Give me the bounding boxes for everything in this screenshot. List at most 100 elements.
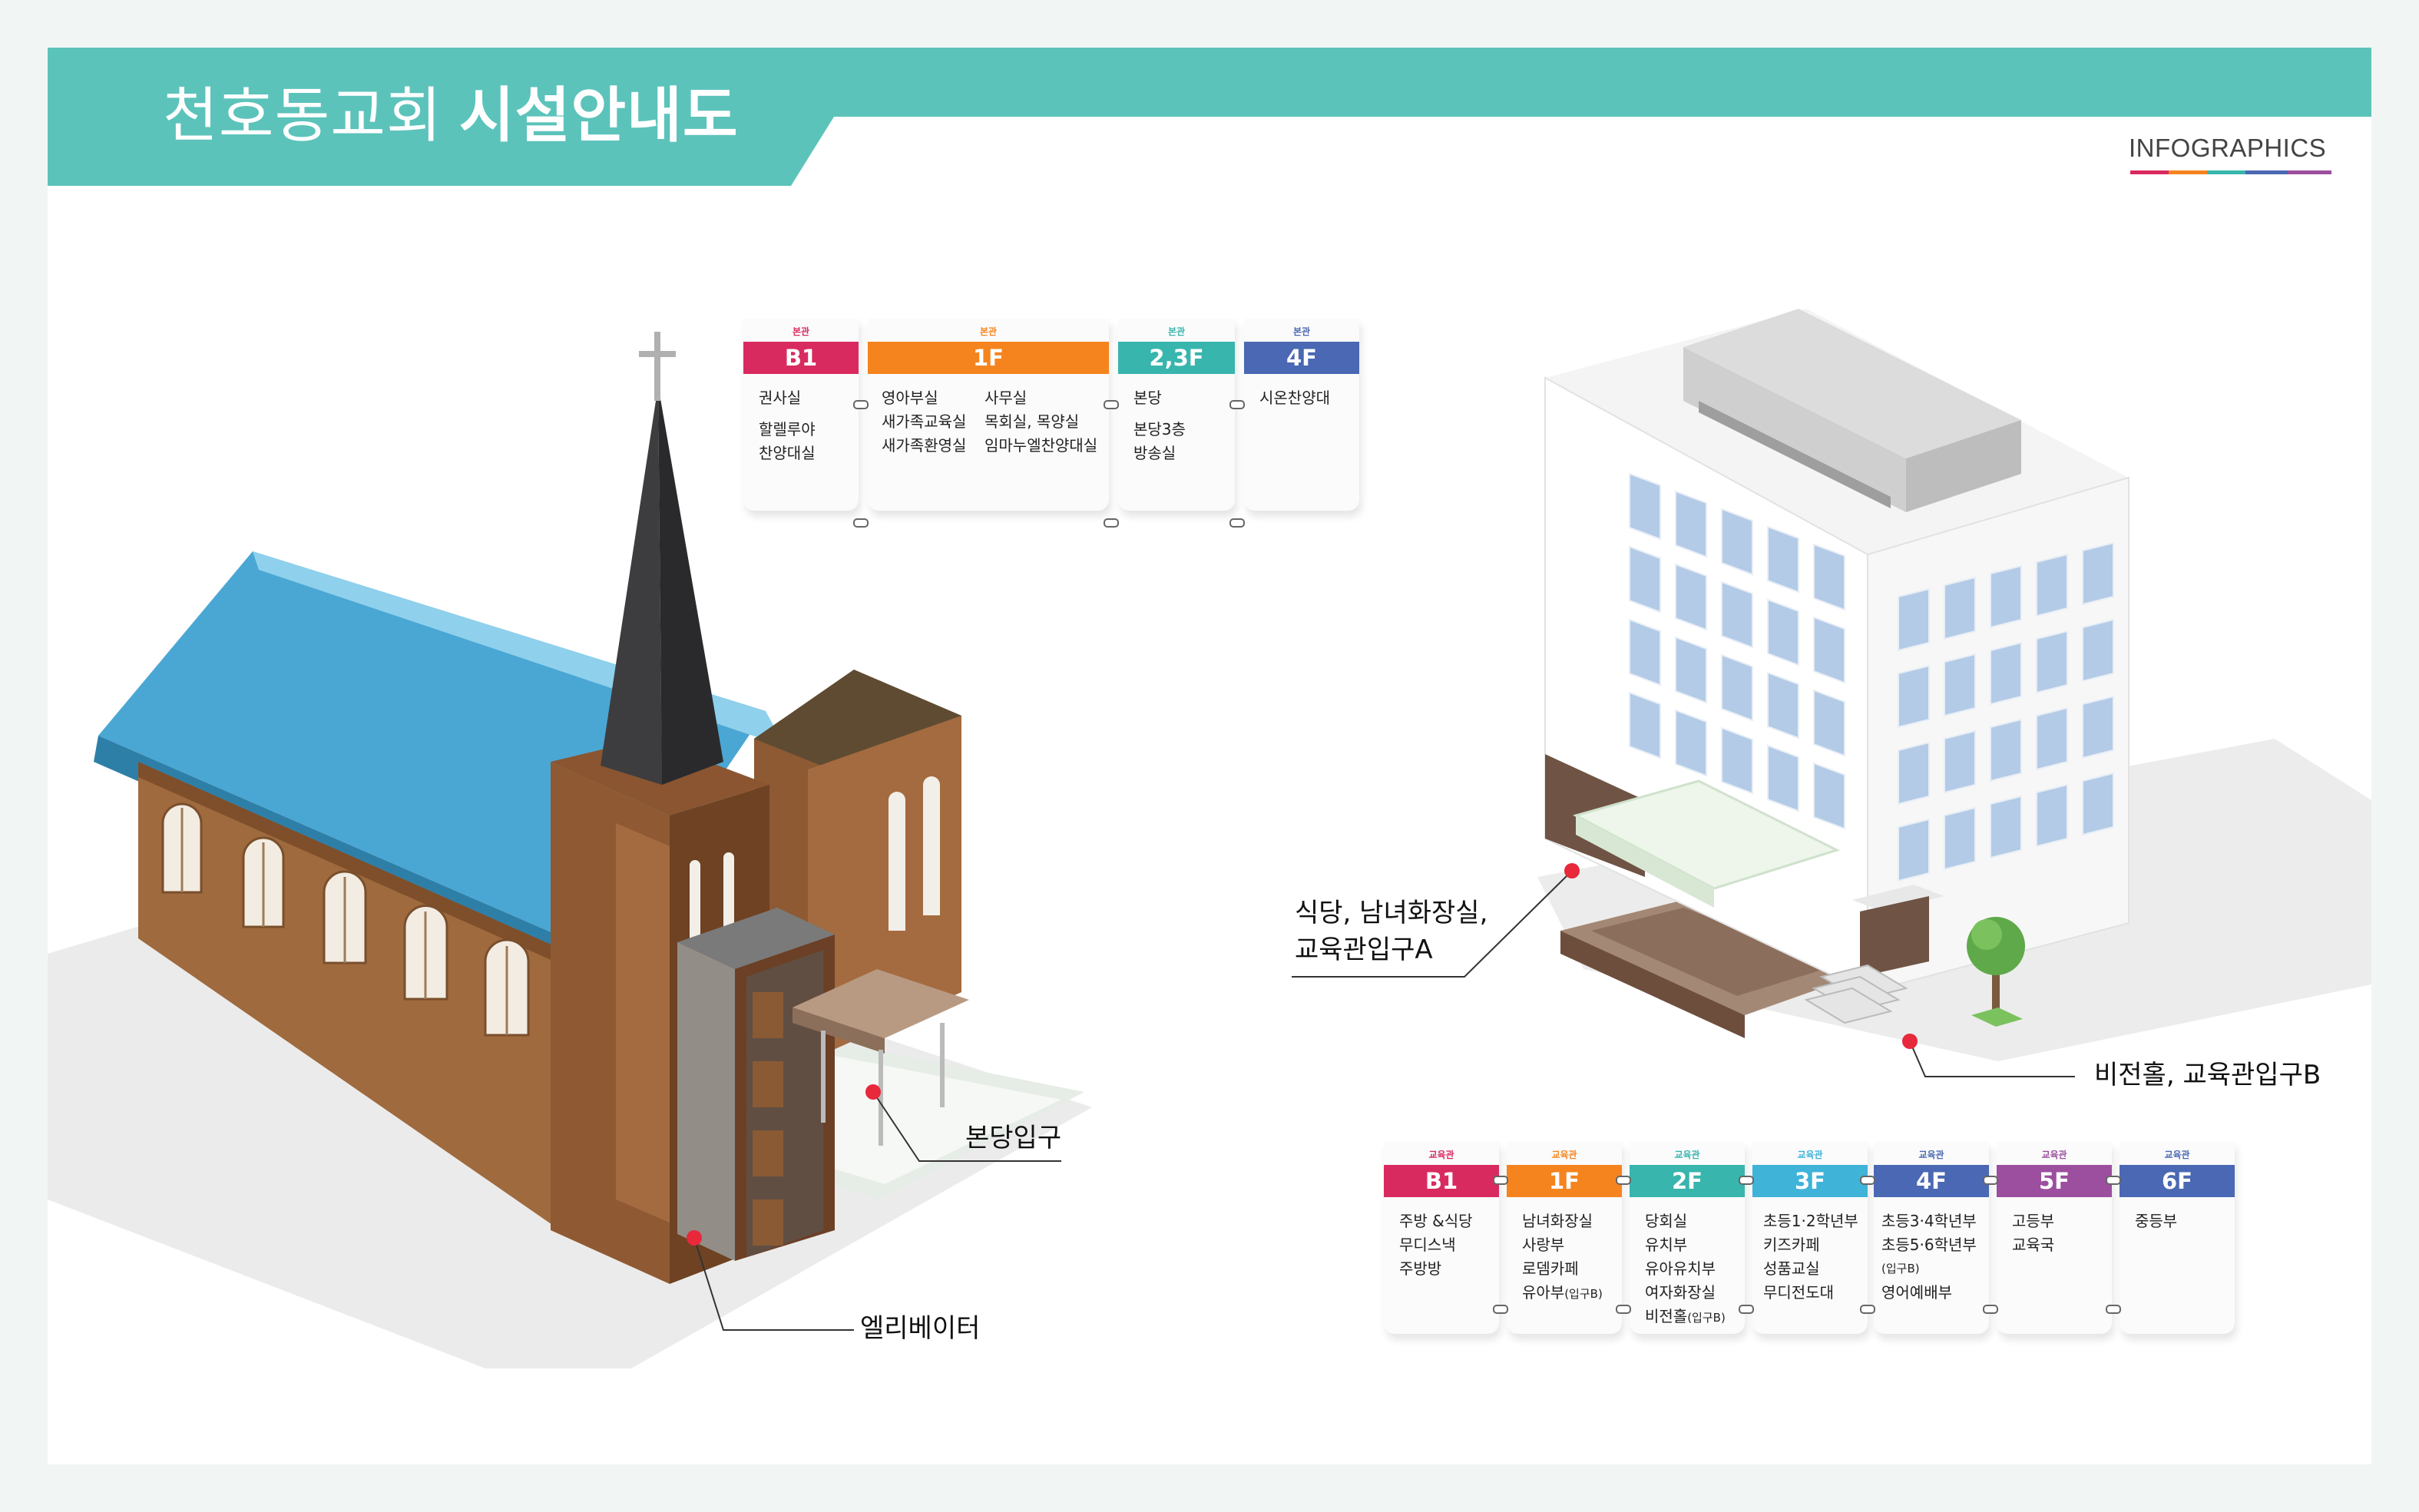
room-item: 본당 bbox=[1133, 389, 1162, 407]
callout-entrance-b: 비전홀, 교육관입구B bbox=[2094, 1060, 2321, 1090]
pin-entrance-b bbox=[1902, 1034, 1918, 1049]
infographics-tag: INFOGRAPHICS bbox=[2129, 134, 2327, 162]
card-connector bbox=[1616, 1176, 1631, 1185]
room-item: 할렐루야 bbox=[759, 420, 816, 438]
entrance-note: (입구B) bbox=[1881, 1262, 1920, 1275]
callout-elevator: 엘리베이터 bbox=[860, 1313, 981, 1344]
room-item: 새가족환영실 bbox=[882, 436, 967, 455]
page-title-guide: 시설안내도 bbox=[458, 81, 739, 151]
room-item: 초등5·6학년부 bbox=[1881, 1236, 1977, 1254]
level-bar: 4F bbox=[1244, 342, 1359, 374]
level-bar: 5F bbox=[1997, 1165, 2112, 1197]
room-item: 초등3·4학년부 bbox=[1881, 1212, 1977, 1230]
callout-entrance-a-line1: 식당, 남녀화장실, bbox=[1295, 898, 1488, 928]
infographics-color-bar bbox=[2130, 170, 2331, 174]
building-tag: 본관 bbox=[979, 326, 998, 337]
entrance-note: (입구B) bbox=[1564, 1287, 1603, 1301]
room-item: 새가족교육실 bbox=[882, 412, 967, 431]
room-item: 시온찬양대 bbox=[1259, 389, 1330, 407]
room-item: 사랑부 bbox=[1522, 1236, 1565, 1254]
room-item: 임마누엘찬양대실 bbox=[984, 436, 1098, 455]
card-connector bbox=[1983, 1176, 1998, 1185]
room-list-right: 사무실 목회실, 목양실 임마누엘찬양대실 bbox=[984, 386, 1097, 458]
card-connector bbox=[1104, 400, 1119, 409]
card-connector bbox=[1739, 1176, 1754, 1185]
room-item: 찬양대실 bbox=[759, 444, 816, 462]
level-bar: 2,3F bbox=[1118, 342, 1235, 374]
room-item: 유치부 bbox=[1645, 1236, 1688, 1254]
edu-floor-card-4f: 교육관 4F 초등3·4학년부 초등5·6학년부 (입구B) 영어예배부 bbox=[1874, 1142, 1989, 1334]
room-item: 여자화장실 bbox=[1645, 1283, 1716, 1302]
card-connector bbox=[1229, 400, 1245, 409]
edu-floor-card-1f: 교육관 1F 남녀화장실 사랑부 로뎀카페 유아부(입구B) bbox=[1507, 1142, 1622, 1334]
room-list: 당회실 유치부 유아유치부 여자화장실 비전홀(입구B) bbox=[1645, 1209, 1740, 1330]
callout-main-entrance: 본당입구 bbox=[965, 1123, 1062, 1153]
room-item: 영어예배부 bbox=[1881, 1283, 1952, 1302]
pin-main-entrance bbox=[865, 1084, 881, 1100]
room-item: 무디전도대 bbox=[1763, 1283, 1834, 1302]
building-tag: 교육관 bbox=[1918, 1150, 1944, 1160]
room-list: 초등3·4학년부 초등5·6학년부 (입구B) 영어예배부 bbox=[1881, 1209, 1984, 1305]
building-tag: 교육관 bbox=[1428, 1150, 1454, 1160]
edu-floor-card-b1: 교육관 B1 주방 &식당 무디스낵 주방방 bbox=[1384, 1142, 1499, 1334]
building-tag: 본관 bbox=[1167, 326, 1186, 337]
room-item: 유아유치부 bbox=[1645, 1259, 1716, 1278]
card-connector bbox=[2106, 1305, 2121, 1314]
card-connector bbox=[853, 400, 869, 409]
main-floor-card-1f: 본관 1F 영아부실 새가족교육실 새가족환영실 사무실 목회실, 목양실 임마… bbox=[868, 319, 1109, 511]
room-list: 시온찬양대 bbox=[1259, 386, 1355, 410]
room-list: 권사실 할렐루야 찬양대실 bbox=[759, 386, 854, 465]
room-item: 키즈카페 bbox=[1763, 1236, 1820, 1254]
room-list: 중등부 bbox=[2135, 1209, 2230, 1233]
room-list: 남녀화장실 사랑부 로뎀카페 유아부(입구B) bbox=[1522, 1209, 1617, 1306]
room-item: 주방 &식당 bbox=[1399, 1212, 1473, 1230]
card-connector bbox=[853, 518, 869, 528]
room-list: 주방 &식당 무디스낵 주방방 bbox=[1399, 1209, 1494, 1281]
main-building-floor-guide: 본관 B1 권사실 할렐루야 찬양대실 본관 1F 영아부실 새가족교육실 새가… bbox=[743, 319, 1402, 528]
room-list: 본당 본당3층 방송실 bbox=[1133, 386, 1230, 465]
level-bar: 1F bbox=[868, 342, 1109, 374]
card-connector bbox=[1739, 1305, 1754, 1314]
room-list-left: 영아부실 새가족교육실 새가족환영실 bbox=[882, 386, 966, 458]
main-floor-card-4f: 본관 4F 시온찬양대 bbox=[1244, 319, 1359, 511]
room-item: 초등1·2학년부 bbox=[1763, 1212, 1858, 1230]
callout-entrance-a-line2: 교육관입구A bbox=[1295, 935, 1433, 965]
callout-lines bbox=[693, 870, 2075, 1331]
main-floor-card-2-3f: 본관 2,3F 본당 본당3층 방송실 bbox=[1118, 319, 1235, 511]
room-item: 방송실 bbox=[1133, 444, 1176, 462]
room-item: 남녀화장실 bbox=[1522, 1212, 1593, 1230]
room-item: 목회실, 목양실 bbox=[984, 412, 1080, 431]
level-bar: B1 bbox=[743, 342, 859, 374]
education-building-illustration bbox=[1537, 309, 2371, 1061]
page-title-church: 천호동교회 bbox=[163, 81, 442, 151]
church-illustration bbox=[48, 332, 1092, 1368]
level-bar: 6F bbox=[2120, 1165, 2235, 1197]
building-tag: 교육관 bbox=[1797, 1150, 1823, 1160]
card-connector bbox=[1860, 1176, 1875, 1185]
pin-entrance-a bbox=[1564, 863, 1580, 878]
edu-floor-card-3f: 교육관 3F 초등1·2학년부 키즈카페 성품교실 무디전도대 bbox=[1752, 1142, 1868, 1334]
buildings-illustration bbox=[48, 309, 2371, 1368]
edu-floor-card-6f: 교육관 6F 중등부 bbox=[2120, 1142, 2235, 1334]
building-tag: 교육관 bbox=[1551, 1150, 1577, 1160]
level-bar: 3F bbox=[1752, 1165, 1868, 1197]
room-item: 영아부실 bbox=[882, 389, 938, 407]
room-item: 당회실 bbox=[1645, 1212, 1688, 1230]
edu-floor-card-5f: 교육관 5F 고등부 교육국 bbox=[1997, 1142, 2112, 1334]
room-item: 비전홀(입구B) bbox=[1645, 1307, 1726, 1325]
room-item: 로뎀카페 bbox=[1522, 1259, 1579, 1278]
level-bar: 4F bbox=[1874, 1165, 1989, 1197]
header-band bbox=[48, 48, 2371, 186]
entrance-note: (입구B) bbox=[1687, 1311, 1726, 1325]
card-connector bbox=[1229, 518, 1245, 528]
building-tag: 본관 bbox=[792, 326, 810, 337]
card-connector bbox=[1983, 1305, 1998, 1314]
card-connector bbox=[1860, 1305, 1875, 1314]
building-tag: 교육관 bbox=[2164, 1150, 2190, 1160]
building-tag: 교육관 bbox=[1674, 1150, 1700, 1160]
level-bar: B1 bbox=[1384, 1165, 1499, 1197]
level-bar: 2F bbox=[1630, 1165, 1745, 1197]
card-connector bbox=[1493, 1176, 1508, 1185]
